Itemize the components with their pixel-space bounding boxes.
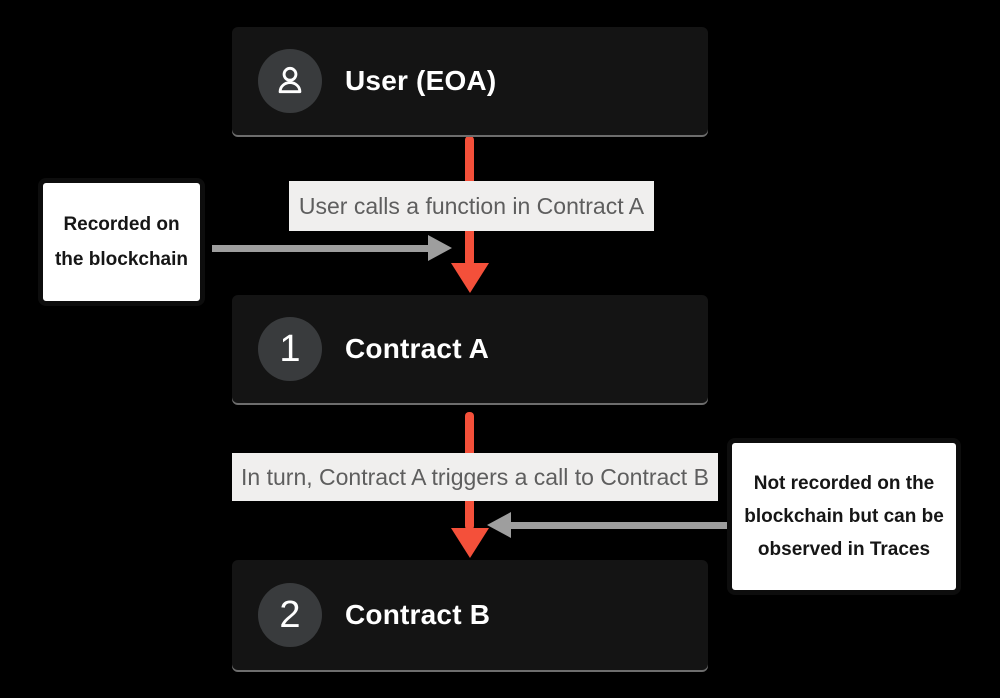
annotation-not-recorded-traces: Not recorded on the blockchain but can b… bbox=[727, 438, 961, 595]
node-label-contract-a: Contract A bbox=[345, 333, 490, 364]
edge-label-contract-a-triggers: In turn, Contract A triggers a call to C… bbox=[232, 453, 718, 501]
user-icon bbox=[278, 66, 302, 94]
arrow-right-icon bbox=[428, 235, 452, 261]
node-label-contract-b: Contract B bbox=[345, 599, 491, 630]
step-number: 2 bbox=[279, 594, 301, 636]
annotation-recorded-on-blockchain: Recorded on the blockchain bbox=[38, 178, 205, 306]
annotation-text: Recorded on the blockchain bbox=[54, 214, 189, 270]
node-user-eoa: User (EOA) bbox=[232, 27, 708, 135]
arrow-shaft bbox=[511, 522, 727, 529]
annotation-text: Not recorded on the blockchain but can b… bbox=[744, 473, 944, 560]
user-avatar-badge bbox=[258, 49, 322, 113]
step-number: 1 bbox=[279, 328, 301, 370]
arrow-down-icon bbox=[451, 263, 489, 293]
edge-label-user-calls: User calls a function in Contract A bbox=[289, 181, 654, 231]
step-1-badge: 1 bbox=[258, 317, 322, 381]
arrow-left-icon bbox=[487, 512, 511, 538]
step-2-badge: 2 bbox=[258, 583, 322, 647]
node-contract-a: 1 Contract A bbox=[232, 295, 708, 403]
arrow-down-icon bbox=[451, 528, 489, 558]
node-label-user: User (EOA) bbox=[345, 65, 497, 96]
arrow-shaft bbox=[212, 245, 428, 252]
node-contract-b: 2 Contract B bbox=[232, 560, 708, 670]
